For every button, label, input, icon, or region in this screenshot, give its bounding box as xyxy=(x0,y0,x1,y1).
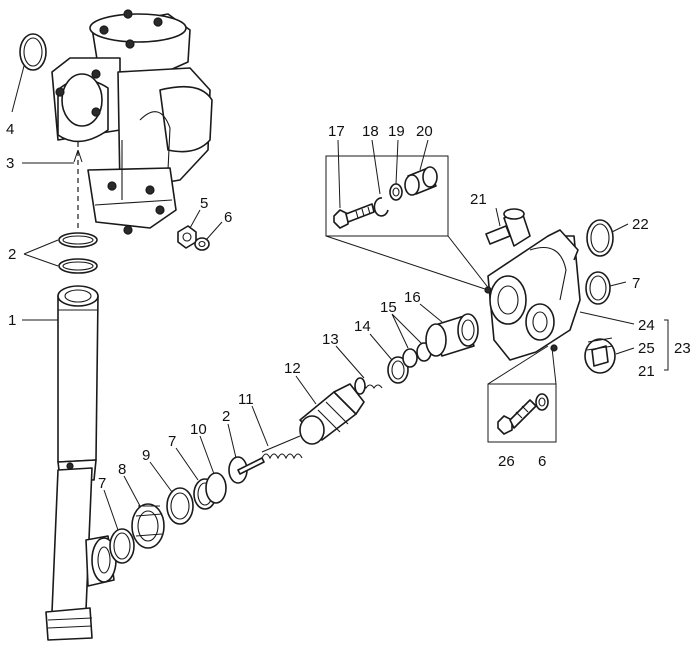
valve-housing-part-24 xyxy=(484,229,581,361)
callout-23: 23 xyxy=(674,340,691,357)
detail-box-26-6 xyxy=(487,345,557,443)
valve-body-part-3 xyxy=(51,9,213,235)
callout-24: 24 xyxy=(638,317,655,334)
o-ring-part-4 xyxy=(19,33,47,71)
spring-part-13 xyxy=(354,377,383,395)
callout-7: 7 xyxy=(168,433,176,450)
callout-18: 18 xyxy=(362,123,379,140)
callout-2: 2 xyxy=(8,246,16,263)
callout-labels: 4 3 2 1 5 6 7 8 9 7 10 2 11 12 13 14 15 … xyxy=(6,121,691,492)
callout-19: 19 xyxy=(388,123,405,140)
callout-6: 6 xyxy=(538,453,546,470)
bolt-part-26 xyxy=(497,399,537,435)
callout-4: 4 xyxy=(6,121,14,138)
nut-part-5 xyxy=(177,225,197,249)
detail-box-17-20 xyxy=(325,155,491,291)
elbow-fitting-part-21 xyxy=(485,208,531,247)
callout-17: 17 xyxy=(328,123,345,140)
o-ring-part-7-right xyxy=(585,271,611,305)
callout-13: 13 xyxy=(322,331,339,348)
clip-part-18 xyxy=(373,197,389,217)
callout-15: 15 xyxy=(380,299,397,316)
callout-25: 25 xyxy=(638,340,655,357)
threaded-plug-part-25 xyxy=(584,337,616,374)
valve-plunger-part-12 xyxy=(299,383,365,445)
callout-7: 7 xyxy=(632,275,640,292)
callout-1: 1 xyxy=(8,312,16,329)
callout-21: 21 xyxy=(638,363,655,380)
washer-part-19 xyxy=(389,183,403,201)
callout-16: 16 xyxy=(404,289,421,306)
washer-part-6-top xyxy=(194,237,210,251)
callout-2: 2 xyxy=(222,408,230,425)
spring-ring-part-9 xyxy=(166,487,194,525)
callout-8: 8 xyxy=(118,461,126,478)
o-ring-part-14 xyxy=(387,356,409,384)
callout-21: 21 xyxy=(470,191,487,208)
callout-6: 6 xyxy=(224,209,232,226)
callout-7: 7 xyxy=(98,475,106,492)
pipe-part-1 xyxy=(45,285,117,641)
callout-20: 20 xyxy=(416,123,433,140)
washer-part-6-bottom xyxy=(535,393,549,411)
callout-22: 22 xyxy=(632,216,649,233)
callout-14: 14 xyxy=(354,318,371,335)
sleeve-part-20 xyxy=(404,166,438,196)
callout-9: 9 xyxy=(142,447,150,464)
ring-part-10 xyxy=(205,472,227,504)
o-rings-part-2-upper xyxy=(58,232,98,274)
leader-lines xyxy=(11,65,669,531)
callout-3: 3 xyxy=(6,155,14,172)
spring-part-11 xyxy=(261,435,303,460)
callout-12: 12 xyxy=(284,360,301,377)
o-ring-part-7-left xyxy=(109,528,135,564)
callout-26: 26 xyxy=(498,453,515,470)
o-ring-part-22 xyxy=(586,219,614,257)
callout-10: 10 xyxy=(190,421,207,438)
callout-11: 11 xyxy=(238,391,254,408)
piston-disc-part-2 xyxy=(228,456,265,484)
threaded-sleeve-part-8 xyxy=(131,503,165,549)
cylinder-sleeve-part-16 xyxy=(425,313,479,357)
callout-5: 5 xyxy=(200,195,208,212)
bolt-part-17 xyxy=(333,203,375,229)
